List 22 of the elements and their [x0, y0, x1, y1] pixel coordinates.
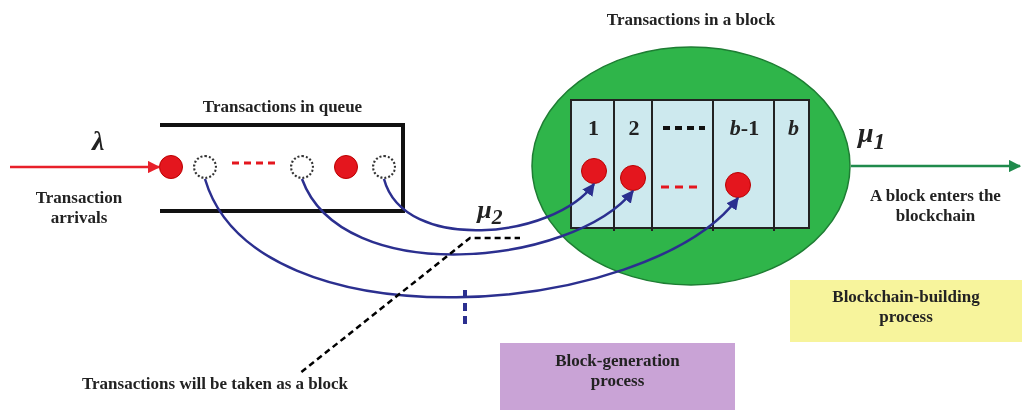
caption-text: A block enters the blockchain	[869, 186, 1002, 227]
process-box	[790, 280, 1022, 342]
process-box	[500, 343, 735, 410]
transaction-dot	[159, 155, 183, 179]
slot-number: 2	[627, 115, 641, 142]
label-text: Transactions will be taken as a block	[80, 374, 350, 395]
empty-slot-circle	[193, 155, 217, 179]
heading: Transactions in a block	[605, 10, 777, 31]
transaction-dot	[725, 172, 751, 198]
empty-slot-circle	[372, 155, 396, 179]
empty-slot-circle	[290, 155, 314, 179]
slot-number: 1	[587, 115, 600, 142]
transaction-dot	[620, 165, 646, 191]
transaction-dot	[334, 155, 358, 179]
label-text: Blockchain-building process	[831, 287, 981, 328]
block-frame	[570, 99, 810, 229]
transaction-dot	[581, 158, 607, 184]
heading: Transactions in queue	[201, 97, 364, 118]
caption-text: Transaction arrivals	[34, 188, 124, 229]
label-text: Block-generation process	[554, 351, 681, 392]
rate-symbol: μ$_{2}$	[475, 194, 504, 231]
slot-number: b-1	[728, 115, 761, 142]
